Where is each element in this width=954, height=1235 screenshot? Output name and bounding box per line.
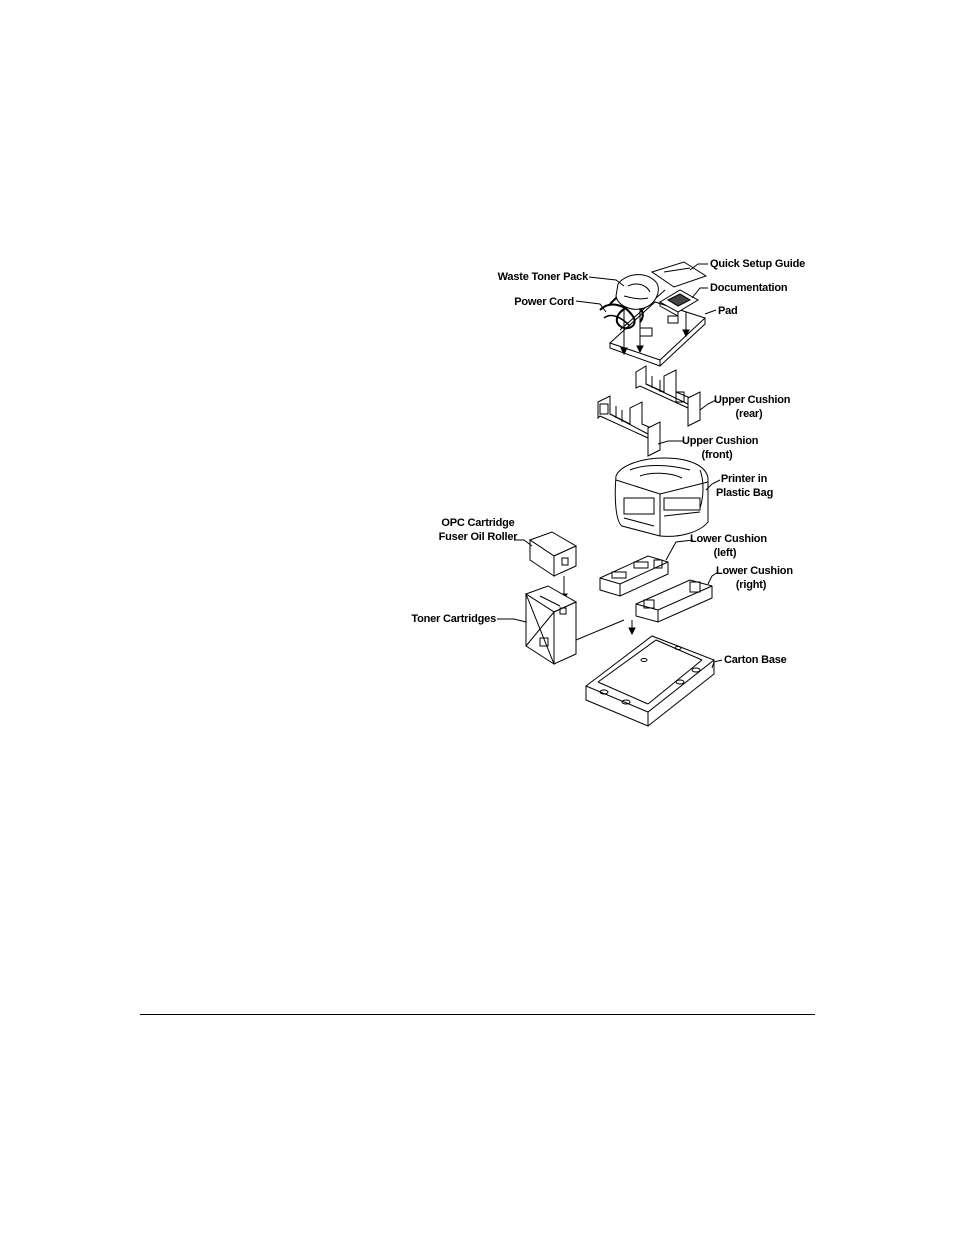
label-upper-cushion-rear-line2: (rear) [714,407,784,421]
assembly-arrows [576,620,635,640]
label-opc-line2: Fuser Oil Roller [438,530,518,544]
label-lower-cushion-right-line1: Lower Cushion [716,564,786,578]
label-opc-line1: OPC Cartridge [438,516,518,530]
label-quick-setup-guide: Quick Setup Guide [710,257,805,271]
footer-rule [140,1014,815,1015]
label-printer-in-plastic-bag: Printer in Plastic Bag [716,472,772,500]
label-upper-cushion-rear-line1: Upper Cushion [714,393,784,407]
label-power-cord: Power Cord [514,295,574,309]
label-upper-cushion-front-line1: Upper Cushion [682,434,752,448]
label-printer-line1: Printer in [716,472,772,486]
label-upper-cushion-front: Upper Cushion (front) [682,434,752,462]
label-lower-cushion-left: Lower Cushion (left) [690,532,760,560]
label-waste-toner-pack: Waste Toner Pack [498,270,588,284]
label-lower-cushion-right: Lower Cushion (right) [716,564,786,592]
label-lower-cushion-left-line1: Lower Cushion [690,532,760,546]
label-documentation: Documentation [710,281,787,295]
label-lower-cushion-left-line2: (left) [690,546,760,560]
label-upper-cushion-front-line2: (front) [682,448,752,462]
upper-cushion-rear-illustration [636,366,700,426]
label-carton-base: Carton Base [724,653,787,667]
label-opc-cartridge: OPC Cartridge Fuser Oil Roller [438,516,518,544]
carton-base-illustration [586,636,714,726]
label-printer-line2: Plastic Bag [716,486,772,500]
lower-cushion-left-illustration [600,556,668,596]
label-toner-cartridges: Toner Cartridges [411,612,496,626]
label-pad: Pad [718,304,738,318]
upper-cushion-front-illustration [598,396,660,456]
label-lower-cushion-right-line2: (right) [716,578,786,592]
quick-setup-guide-illustration [652,262,706,287]
label-upper-cushion-rear: Upper Cushion (rear) [714,393,784,421]
toner-cartridges-box-illustration [526,586,576,664]
printer-illustration [615,458,708,536]
lower-cushion-right-illustration [636,580,712,622]
